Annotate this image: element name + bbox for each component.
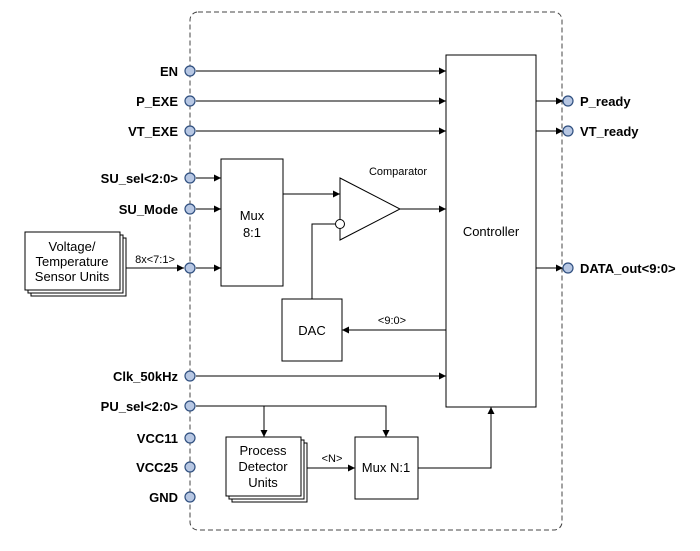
controller-label: Controller [463, 224, 520, 239]
sensor-units-stack [24, 231, 127, 297]
process-detector-label-line2: Detector [238, 459, 288, 474]
pin-data-out [562, 262, 574, 274]
process-detector-label-line1: Process [240, 443, 287, 458]
comparator-label: Comparator [369, 166, 427, 178]
comparator-triangle [339, 177, 402, 241]
pin-p-ready [562, 95, 574, 107]
su-sel-label: SU_sel<2:0> [101, 171, 179, 186]
pin-pu-sel [184, 400, 196, 412]
data-out-label: DATA_out<9:0> [580, 261, 676, 276]
process-bus-label: <N> [322, 453, 343, 465]
pin-vcc25 [184, 461, 196, 473]
sensor-units-label-line3: Sensor Units [35, 269, 110, 284]
p-exe-label: P_EXE [136, 94, 178, 109]
pin-vt-ready [562, 125, 574, 137]
pin-vcc11 [184, 432, 196, 444]
process-detector-stack [225, 436, 308, 503]
vt-exe-label: VT_EXE [128, 124, 178, 139]
pin-su-mode [184, 203, 196, 215]
p-ready-label: P_ready [580, 94, 631, 109]
vcc25-label: VCC25 [136, 460, 178, 475]
dac-bus-label: <9:0> [378, 315, 406, 327]
pin-gnd [184, 491, 196, 503]
pin-su-sel [184, 172, 196, 184]
vt-ready-label: VT_ready [580, 124, 639, 139]
mux8-label-line2: 8:1 [243, 225, 261, 240]
pin-sensor-bus [184, 262, 196, 274]
sensor-units-label-line2: Temperature [36, 254, 109, 269]
process-detector-label-line3: Units [248, 475, 278, 490]
pin-p-exe [184, 95, 196, 107]
muxn-label: Mux N:1 [362, 460, 410, 475]
muxn-to-controller-wire [418, 407, 495, 469]
mux8-block [220, 158, 284, 287]
comparator-inverting-bubble [335, 219, 345, 229]
pin-clk [184, 370, 196, 382]
dac-to-comparator-wire [311, 223, 335, 299]
pu-sel-wire [196, 405, 390, 437]
mux8-label-line1: Mux [240, 208, 265, 223]
sensor-bus-label: 8x<7:1> [135, 254, 175, 266]
sensor-units-label-line1: Voltage/ [49, 239, 96, 254]
su-mode-label: SU_Mode [119, 202, 178, 217]
pin-en [184, 65, 196, 77]
gnd-label: GND [149, 490, 178, 505]
en-label: EN [160, 64, 178, 79]
clk-label: Clk_50kHz [113, 369, 179, 384]
pu-sel-label: PU_sel<2:0> [101, 399, 179, 414]
dac-label: DAC [298, 323, 325, 338]
vcc11-label: VCC11 [137, 431, 178, 446]
pin-vt-exe [184, 125, 196, 137]
